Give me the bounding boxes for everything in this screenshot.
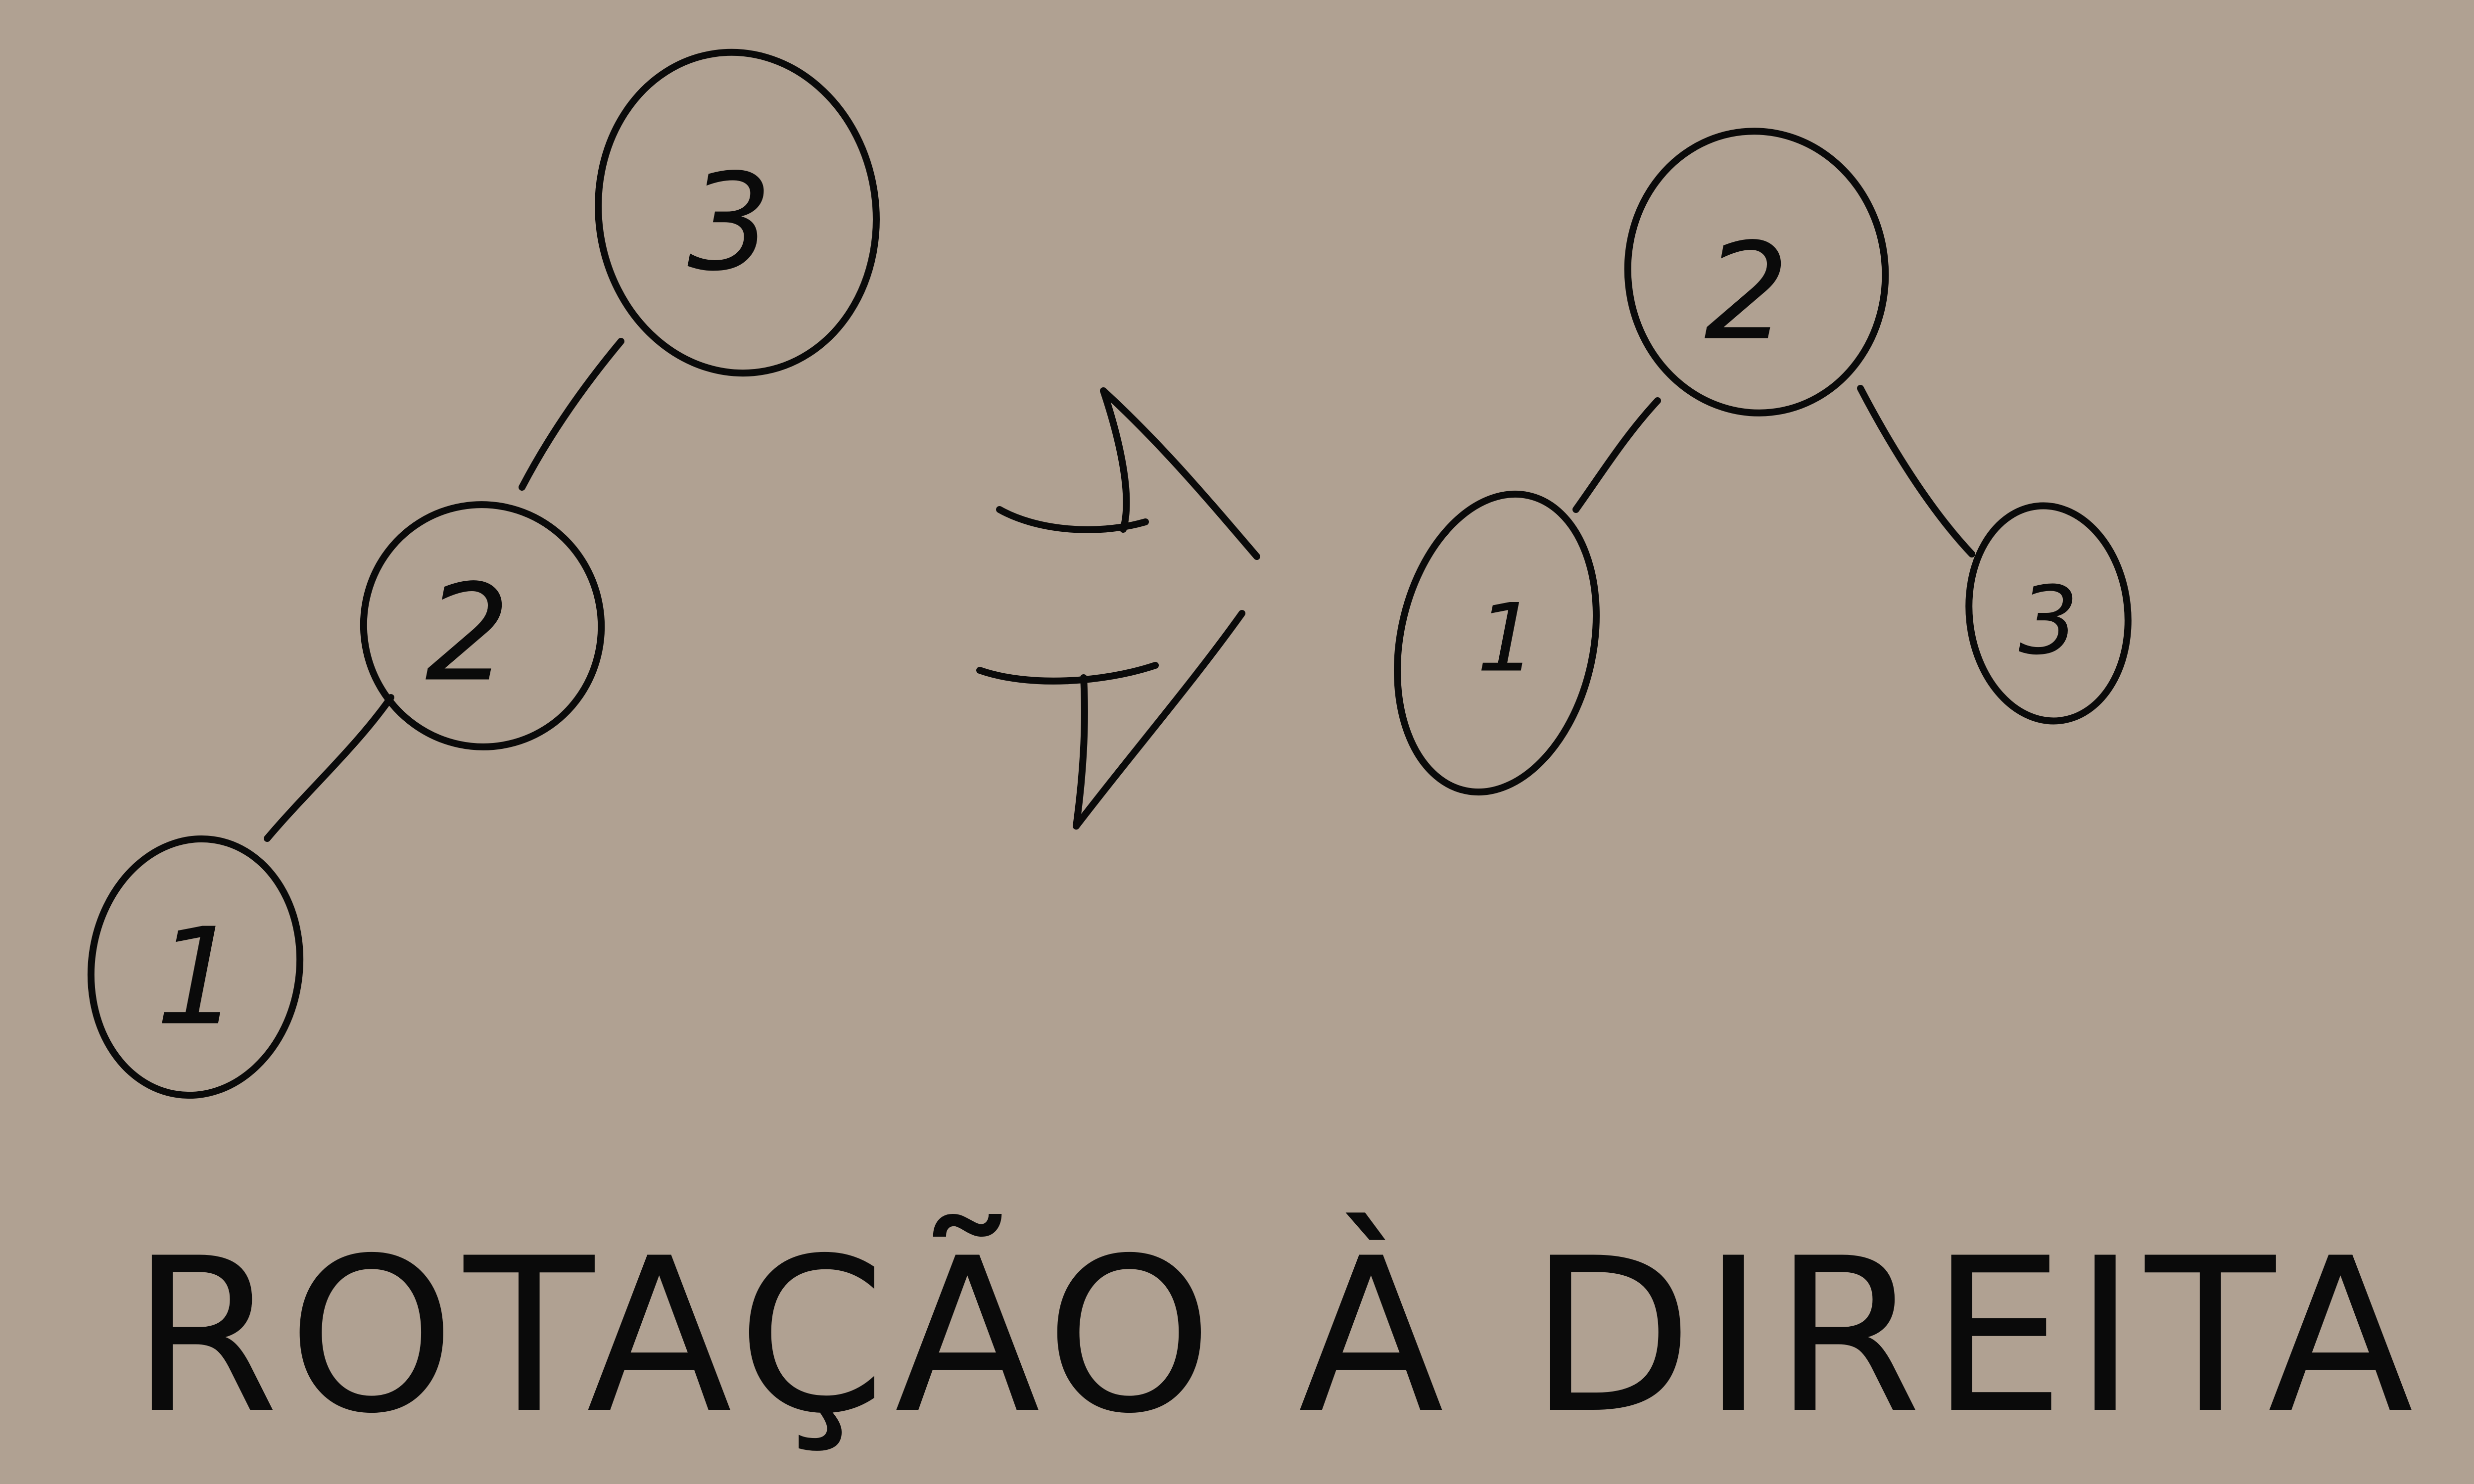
svg-text:1: 1 bbox=[155, 899, 240, 1055]
node-3: 3 bbox=[595, 48, 880, 377]
svg-text:3: 3 bbox=[687, 145, 772, 301]
edge-2-3 bbox=[1857, 385, 1975, 557]
tree-after: 2 1 3 bbox=[1393, 128, 2132, 796]
edge-2-1 bbox=[264, 694, 394, 842]
node-root-2: 2 bbox=[1624, 128, 1889, 417]
svg-text:2: 2 bbox=[1704, 214, 1789, 370]
svg-text:2: 2 bbox=[425, 556, 510, 711]
node-left-1: 1 bbox=[1393, 490, 1600, 796]
double-arrow-icon bbox=[976, 387, 1260, 830]
diagram-caption: ROTAÇÃO À DIREITA bbox=[131, 1210, 2423, 1460]
svg-text:3: 3 bbox=[2019, 566, 2079, 676]
tree-before: 3 2 1 bbox=[87, 48, 880, 1099]
svg-text:1: 1 bbox=[1477, 584, 1537, 693]
edge-2-1 bbox=[1572, 397, 1661, 513]
node-right-3: 3 bbox=[1965, 502, 2132, 725]
node-1: 1 bbox=[87, 835, 304, 1099]
edge-3-2 bbox=[519, 338, 624, 491]
node-2: 2 bbox=[360, 501, 605, 750]
